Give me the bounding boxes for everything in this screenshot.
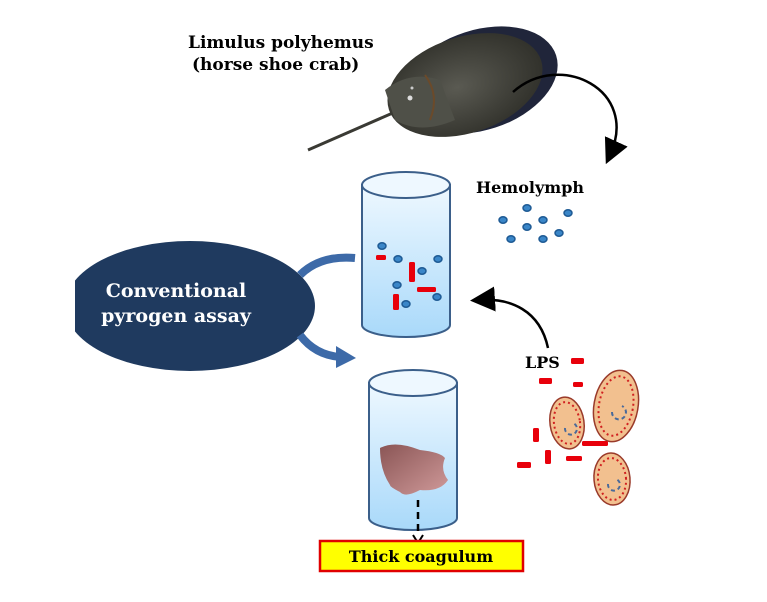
upper-test-tube bbox=[361, 171, 451, 338]
organism-name: Limulus polyhemus bbox=[188, 33, 374, 53]
assay-label-line1: Conventional bbox=[106, 280, 247, 302]
organism-common-name: (horse shoe crab) bbox=[192, 55, 359, 75]
lps-label: LPS bbox=[525, 353, 560, 372]
horseshoe-crab-image bbox=[307, 26, 558, 152]
result-box: Thick coagulum bbox=[318, 539, 525, 573]
result-label: Thick coagulum bbox=[349, 547, 493, 566]
assay-method-ellipse: Conventional pyrogen assay bbox=[0, 230, 315, 380]
lps-fragments bbox=[517, 358, 608, 468]
arrow-assay-to-upper-tube bbox=[297, 253, 356, 278]
lower-test-tube bbox=[368, 369, 458, 545]
gram-negative-bacteria bbox=[549, 369, 640, 506]
arrow-crab-to-hemolymph bbox=[512, 73, 628, 165]
coagulum-clot bbox=[380, 444, 448, 495]
hemolymph-label: Hemolymph bbox=[476, 178, 584, 197]
lps-fragments-in-tube bbox=[376, 255, 436, 310]
assay-label-line2: pyrogen assay bbox=[101, 305, 252, 327]
hemolymph-cells bbox=[498, 204, 573, 243]
arrow-lps-to-tube bbox=[470, 286, 550, 349]
arrow-assay-to-lower-tube bbox=[296, 332, 356, 368]
